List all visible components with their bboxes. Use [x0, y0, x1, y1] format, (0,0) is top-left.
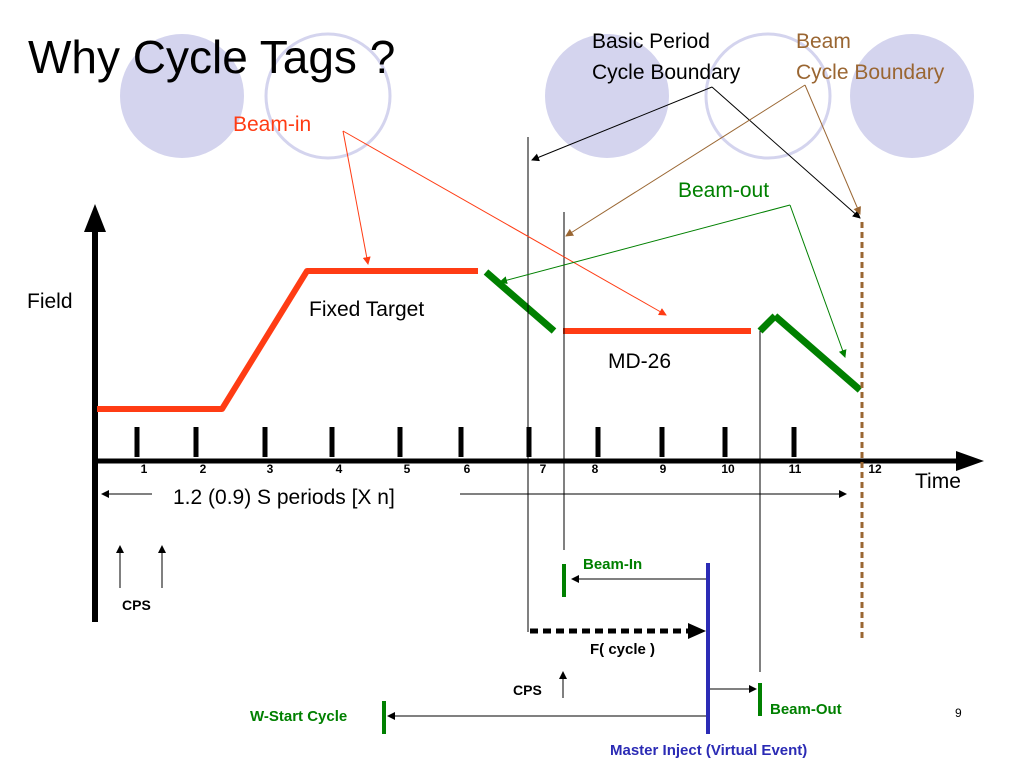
- tick-label: 11: [788, 462, 802, 476]
- tick-label: 4: [335, 462, 343, 476]
- tick-label: 12: [868, 462, 882, 476]
- beam-boundary-arrow: [804, 84, 861, 215]
- timing-section: [382, 563, 762, 734]
- beam-label-line1: Beam: [796, 30, 851, 53]
- basic-boundary-arrow: [711, 86, 861, 219]
- cps-label: CPS: [122, 597, 151, 613]
- beam-boundary-arrow: [565, 84, 806, 237]
- fixed-target-curve: [97, 268, 478, 412]
- cps-arrows: [116, 545, 567, 698]
- field-axis-label: Field: [27, 290, 73, 313]
- w-start-cycle-label: W-Start Cycle: [250, 708, 348, 725]
- md26-extraction: [772, 313, 863, 393]
- boundary-lines: [527, 137, 864, 672]
- beam-in-arrow: [342, 130, 371, 265]
- deco-circle: [545, 34, 669, 158]
- slide-title: Why Cycle Tags ?: [28, 31, 396, 83]
- beam-out-label: Beam-out: [678, 179, 770, 202]
- field-waveform: [97, 268, 863, 412]
- tick-label: 7: [539, 462, 547, 476]
- md26-label: MD-26: [608, 350, 672, 373]
- md26-rise: [757, 313, 778, 334]
- deco-circle: [704, 32, 832, 160]
- deco-circle: [120, 34, 244, 158]
- beam-in-arrow: [342, 130, 667, 316]
- period-tick-marks: [134, 427, 797, 457]
- tick-label: 6: [463, 462, 471, 476]
- beam-out-timing-label: Beam-Out: [770, 701, 842, 718]
- beam-in-timing-label: Beam-In: [583, 556, 643, 573]
- beam-out-arrow: [789, 204, 847, 358]
- tick-label: 10: [721, 462, 735, 476]
- y-axis-arrowhead: [84, 204, 106, 232]
- tick-label: 9: [659, 462, 667, 476]
- fixed-target-extraction: [483, 269, 557, 334]
- f-cycle-label: F( cycle ): [590, 641, 656, 658]
- beam-in-label: Beam-in: [233, 113, 312, 136]
- deco-circle: [850, 34, 974, 158]
- master-inject-label: Master Inject (Virtual Event): [610, 742, 808, 759]
- axes: [84, 204, 984, 622]
- beam-label-line2: Cycle Boundary: [796, 61, 945, 84]
- cps-label: CPS: [513, 682, 542, 698]
- fixed-target-label: Fixed Target: [309, 298, 425, 321]
- tick-label: 1: [140, 462, 148, 476]
- f-cycle-arrowhead: [688, 623, 706, 639]
- time-axis-label: Time: [915, 470, 961, 493]
- decorative-circles: [120, 32, 974, 160]
- tick-label: 5: [403, 462, 411, 476]
- tick-label: 8: [591, 462, 599, 476]
- annotation-arrows: [342, 84, 861, 358]
- basic-boundary-arrow: [531, 86, 713, 162]
- tick-label: 2: [199, 462, 207, 476]
- basic-period-label-line2: Cycle Boundary: [592, 61, 741, 84]
- beam-out-arrow: [499, 204, 791, 285]
- periods-label: 1.2 (0.9) S periods [X n]: [173, 486, 395, 509]
- tick-label: 3: [266, 462, 274, 476]
- page-number: 9: [955, 706, 962, 720]
- x-axis-arrowhead: [956, 451, 984, 471]
- beam-cycle-boundary-label: Beam Cycle Boundary: [796, 26, 944, 88]
- deco-circle: [264, 32, 392, 160]
- basic-period-boundary-label: Basic Period Cycle Boundary: [592, 26, 740, 88]
- basic-period-label-line1: Basic Period: [592, 30, 710, 53]
